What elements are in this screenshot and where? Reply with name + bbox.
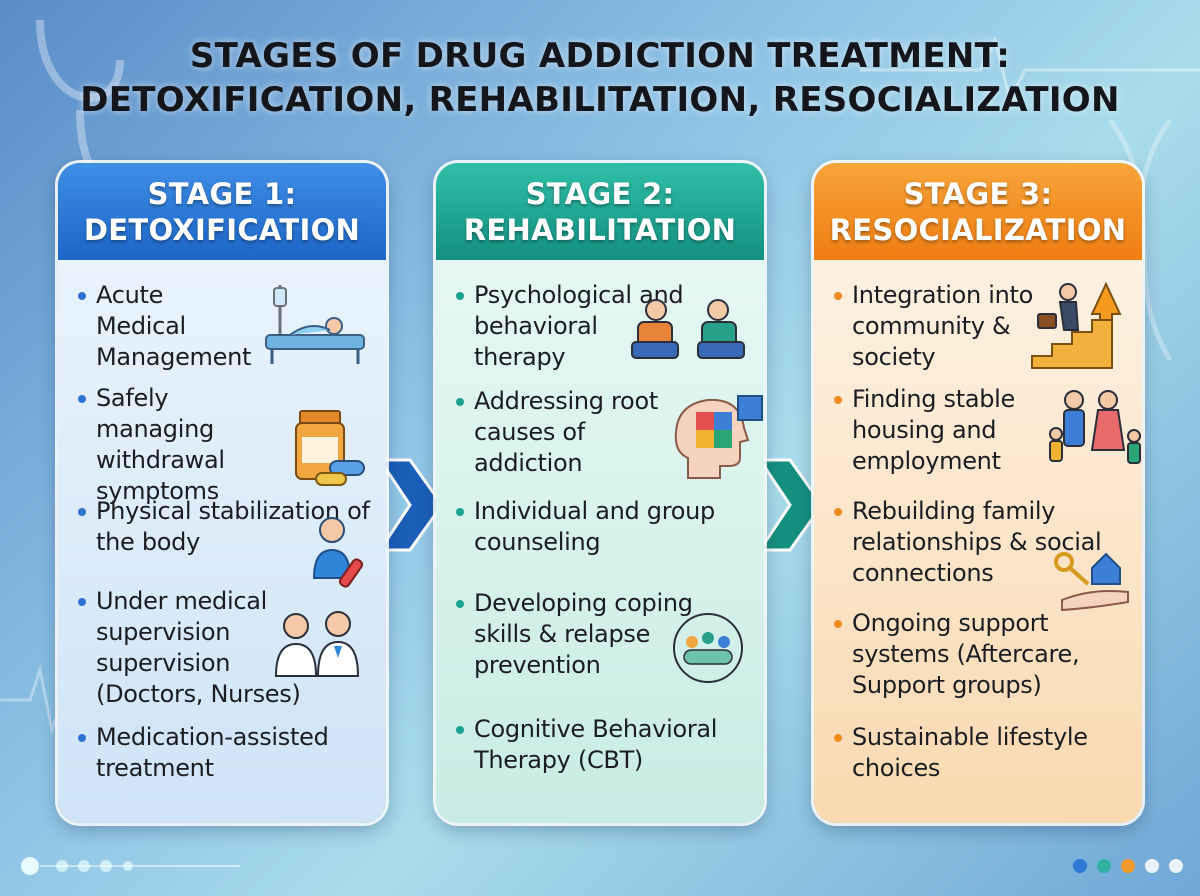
stage-2-item-5: Cognitive Behavioral Therapy (CBT) <box>456 714 748 776</box>
bullet <box>78 508 86 516</box>
item-text: Integration into community & society <box>852 281 1034 371</box>
stage-1-name: DETOXIFICATION <box>83 212 361 247</box>
nurse-icon <box>312 517 364 588</box>
stage-2-item-4: Developing coping skills & relapse preve… <box>456 588 748 714</box>
bullet <box>834 396 842 404</box>
support-circle-icon <box>673 613 743 683</box>
item-text: Developing coping skills & relapse preve… <box>474 589 693 679</box>
stage-1-item-3: Physical stabilization of the body <box>78 496 370 588</box>
stage-1-item-5: Medication-assisted treatment <box>78 722 370 784</box>
title-line-1: STAGES OF DRUG ADDICTION TREATMENT: <box>189 36 1011 76</box>
bottom-left-dots <box>21 857 240 875</box>
family-icon <box>1049 390 1141 464</box>
stage-3-body: Integration into community & society Fin… <box>814 260 1142 823</box>
bullet <box>456 508 464 516</box>
item-text: Ongoing support systems (Aftercare, Supp… <box>852 609 1080 699</box>
stage-1-item-2: Safely managing withdrawal symptoms <box>78 383 370 505</box>
bullet <box>834 292 842 300</box>
stage-2-item-2: Addressing root causes of addiction <box>456 386 763 496</box>
bottom-right-dots <box>1073 859 1183 873</box>
item-text: Medication-assisted treatment <box>96 723 329 782</box>
stage-2-item-3: Individual and group counseling <box>456 496 748 588</box>
item-text: Psychological and behavioral therapy <box>474 281 684 371</box>
stage-1-header: STAGE 1: DETOXIFICATION <box>58 163 386 260</box>
stage-3-item-4: Ongoing support systems (Aftercare, Supp… <box>834 552 1129 722</box>
stage-3-header: STAGE 3: RESOCIALIZATION <box>814 163 1142 260</box>
puzzle-head-icon <box>674 395 763 479</box>
item-text: Acute Medical Management <box>96 281 252 371</box>
bullet <box>78 598 86 606</box>
stairs-climb-icon <box>1031 281 1122 369</box>
stage-3-item-2: Finding stable housing and employment <box>834 384 1141 496</box>
item-text: Cognitive Behavioral Therapy (CBT) <box>474 715 718 774</box>
stage-1-item-4: Under medical supervision supervision (D… <box>78 586 370 722</box>
bullet <box>456 600 464 608</box>
bullet <box>78 395 86 403</box>
stage-2-header: STAGE 2: REHABILITATION <box>436 163 764 260</box>
bullet <box>834 508 842 516</box>
house-key-hand-icon <box>1054 552 1129 612</box>
hospital-bed-icon <box>265 285 365 364</box>
item-text: Finding stable housing and employment <box>852 385 1016 475</box>
bullet <box>78 734 86 742</box>
stage-1-label: STAGE 1: <box>147 176 297 211</box>
bullet <box>78 292 86 300</box>
heartbeat-line <box>860 35 1200 105</box>
item-text: Under medical supervision supervision (D… <box>96 587 301 708</box>
bullet <box>456 292 464 300</box>
arrow-stage1-to-stage2 <box>380 458 444 552</box>
item-text: Rebuilding family relationships & social… <box>852 497 1102 587</box>
stage-3-name: RESOCIALIZATION <box>829 212 1127 247</box>
stage-2-item-1: Psychological and behavioral therapy <box>456 280 748 386</box>
item-text: Safely managing withdrawal symptoms <box>96 384 225 505</box>
stage-1-body: Acute Medical Management Safely managing… <box>58 260 386 823</box>
bullet <box>834 620 842 628</box>
stage-2-body: Psychological and behavioral therapy Add… <box>436 260 764 823</box>
stage-2-name: REHABILITATION <box>463 212 737 247</box>
doctors-icon <box>274 611 360 677</box>
stage-3-panel: STAGE 3: RESOCIALIZATION Integration int… <box>814 163 1142 823</box>
stage-2-label: STAGE 2: <box>525 176 675 211</box>
item-text: Sustainable lifestyle choices <box>852 723 1088 782</box>
stage-2-panel: STAGE 2: REHABILITATION Psychological an… <box>436 163 764 823</box>
therapy-session-icon <box>631 299 745 359</box>
stage-3-item-1: Integration into community & society <box>834 280 1126 384</box>
title-line-2: DETOXIFICATION, REHABILITATION, RESOCIAL… <box>80 80 1120 120</box>
arrow-stage2-to-stage3 <box>760 458 824 552</box>
bullet <box>834 734 842 742</box>
item-text: Physical stabilization of the body <box>96 497 370 556</box>
stage-1-item-1: Acute Medical Management <box>78 280 370 383</box>
stage-3-label: STAGE 3: <box>903 176 1053 211</box>
bullet <box>456 398 464 406</box>
stage-3-item-3: Rebuilding family relationships & social… <box>834 496 1126 608</box>
item-text: Individual and group counseling <box>474 497 715 556</box>
stage-1-panel: STAGE 1: DETOXIFICATION Acute Medical Ma… <box>58 163 386 823</box>
heartbeat-line-bottom <box>0 664 65 736</box>
stage-3-item-5: Sustainable lifestyle choices <box>834 722 1126 784</box>
medicine-bottle-icon <box>295 410 365 486</box>
item-text: Addressing root causes of addiction <box>474 387 658 477</box>
bullet <box>456 726 464 734</box>
page-title: STAGES OF DRUG ADDICTION TREATMENT: DETO… <box>0 34 1200 122</box>
